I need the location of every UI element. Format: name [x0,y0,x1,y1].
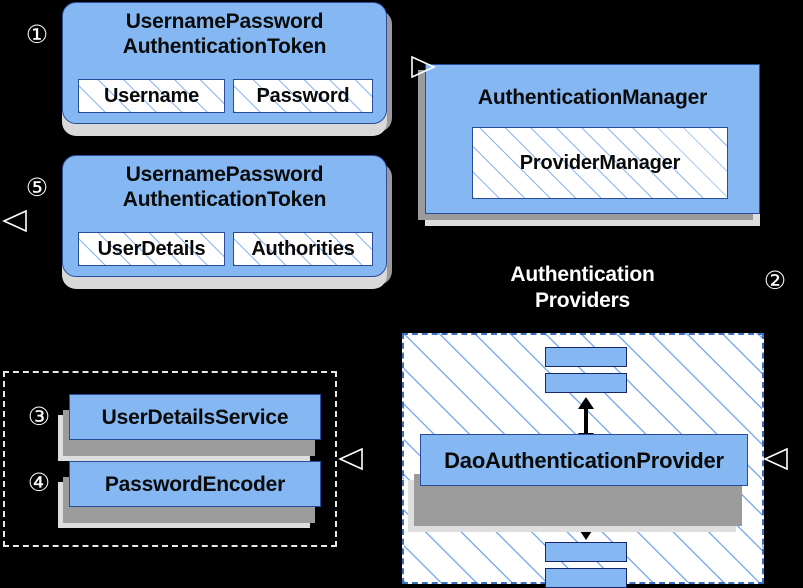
providers-section-label: Authentication Providers [460,262,705,314]
token-request-field-password[interactable]: Password [233,79,373,113]
step-number-2: ② [763,266,787,295]
provider-stub-bottom-2[interactable] [545,568,627,588]
auth-manager-card[interactable]: AuthenticationManager ProviderManager [425,64,760,214]
token-request-field-username-label: Username [103,85,200,107]
token-result-field-authorities[interactable]: Authorities [233,232,373,266]
user-details-service-card[interactable]: UserDetailsService [69,394,321,440]
user-details-service-label: UserDetailsService [101,406,289,429]
token-request-field-username[interactable]: Username [78,79,225,113]
provider-stub-top-1[interactable] [545,347,627,367]
step-number-5: ⑤ [25,173,49,202]
providers-section-label-line1: Authentication [510,263,655,286]
dao-authentication-provider-label: DaoAuthenticationProvider [444,448,724,473]
step-number-3: ③ [27,402,51,431]
token-result-field-userdetails-label: UserDetails [97,238,206,260]
provider-manager-label: ProviderManager [519,152,681,174]
step-number-1: ① [25,20,49,49]
token-request-title-line1: UsernamePassword [125,10,324,33]
provider-manager-box[interactable]: ProviderManager [472,127,728,199]
token-result-title-line2: AuthenticationToken [122,188,327,211]
hollow-triangle-left-icon-providers [763,447,788,471]
token-request-card[interactable]: UsernamePassword AuthenticationToken Use… [62,2,387,124]
token-result-field-userdetails[interactable]: UserDetails [78,232,225,266]
step-number-4: ④ [27,468,51,497]
hollow-triangle-left-icon [2,209,27,233]
password-encoder-label: PasswordEncoder [104,473,286,496]
provider-stub-top-2[interactable] [545,373,627,393]
token-result-title: UsernamePassword AuthenticationToken [63,162,386,212]
dao-authentication-provider-card[interactable]: DaoAuthenticationProvider [420,434,748,486]
services-group-region [3,371,337,547]
token-result-field-authorities-label: Authorities [251,238,355,260]
hollow-triangle-right-icon [411,55,436,79]
token-result-title-line1: UsernamePassword [125,163,324,186]
hollow-triangle-left-icon-services [338,447,363,471]
providers-section-label-line2: Providers [534,289,631,312]
token-request-field-password-label: Password [256,85,350,107]
provider-stub-bottom-1[interactable] [545,542,627,562]
token-result-card[interactable]: UsernamePassword AuthenticationToken Use… [62,155,387,277]
auth-manager-title: AuthenticationManager [477,86,708,109]
password-encoder-card[interactable]: PasswordEncoder [69,461,321,507]
token-request-title-line2: AuthenticationToken [122,35,327,58]
token-request-title: UsernamePassword AuthenticationToken [63,9,386,59]
